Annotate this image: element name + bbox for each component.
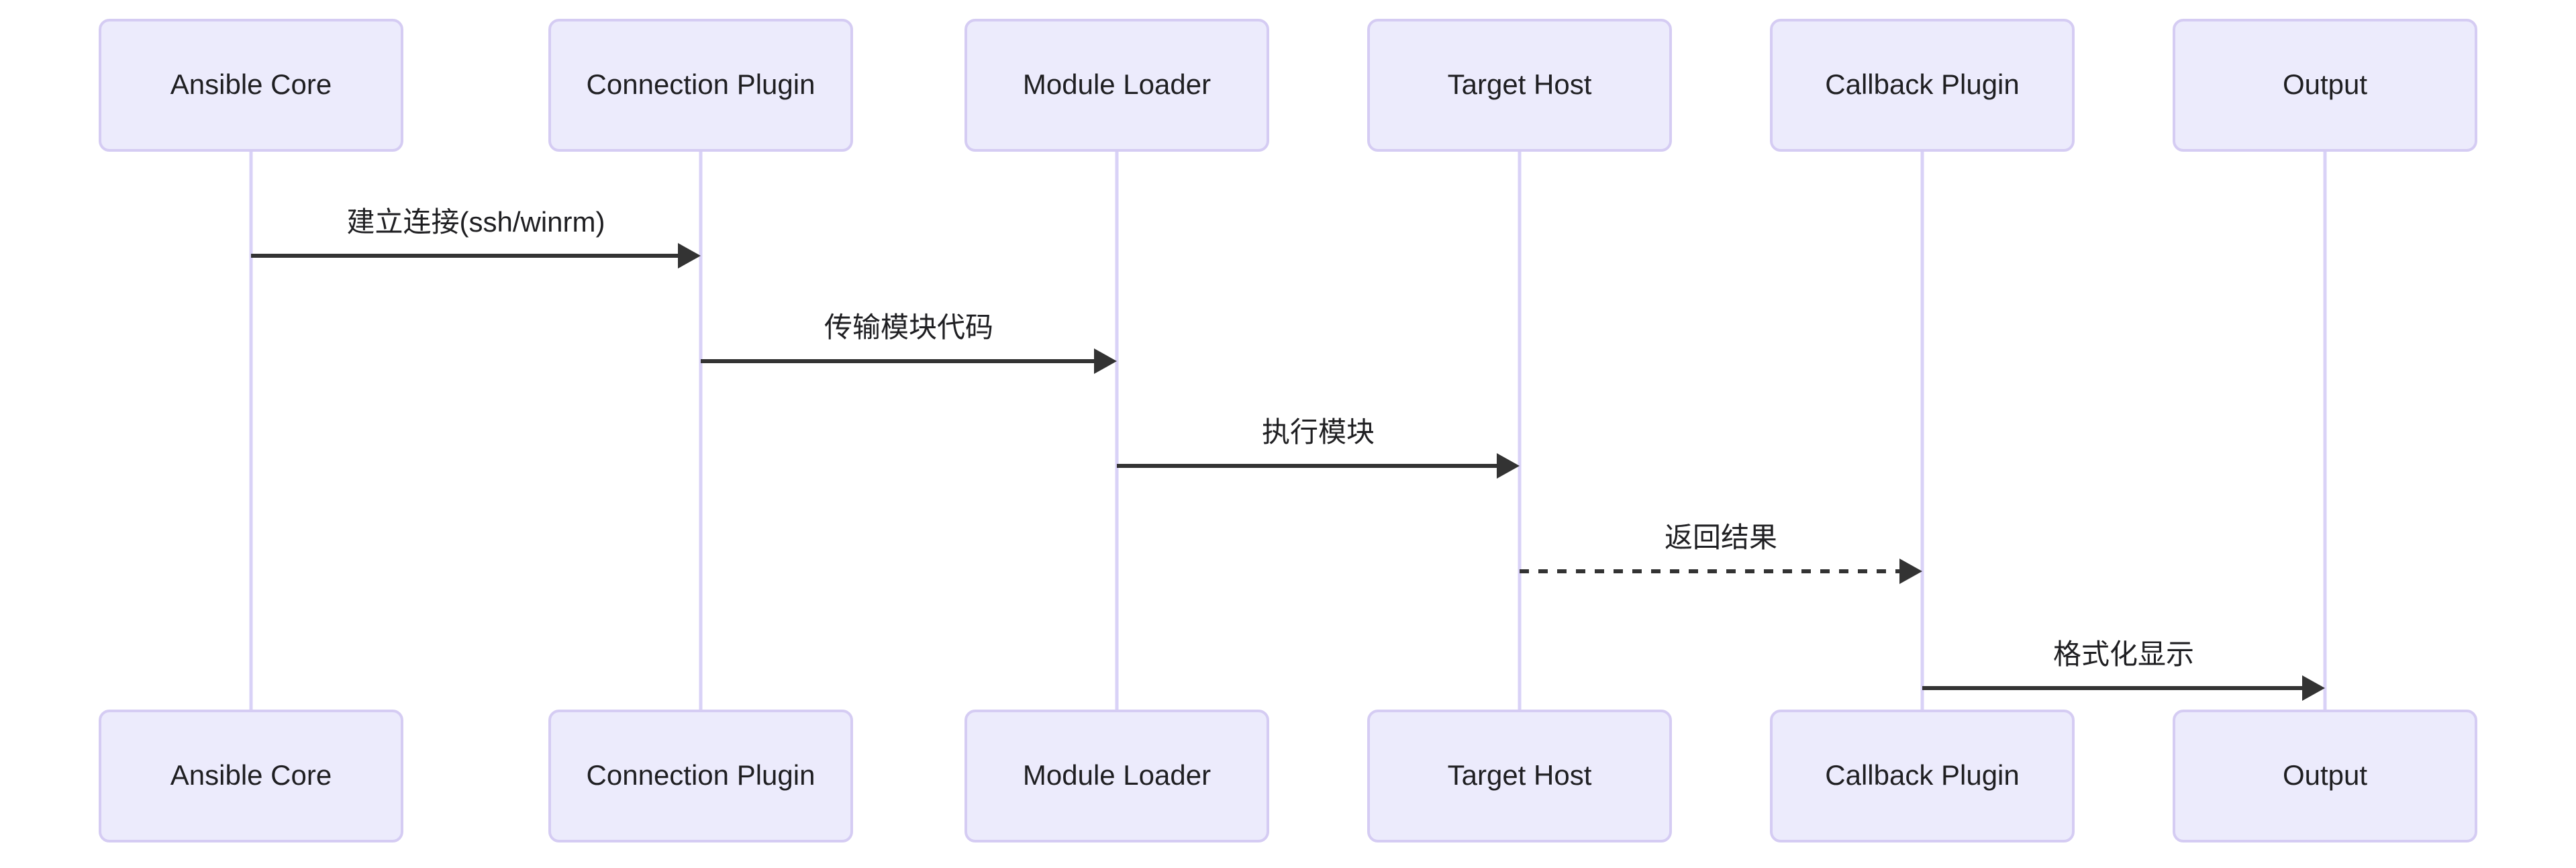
actor-output-top[interactable]: Output (2173, 19, 2477, 152)
actor-label-callback-plugin-top: Callback Plugin (1825, 68, 2020, 100)
actor-target-host-top[interactable]: Target Host (1367, 19, 1672, 152)
actor-box-module-loader-bottom (964, 710, 1269, 842)
message-label-1: 建立连接(ssh/winrm) (347, 206, 605, 238)
actor-label-connection-plugin-bottom: Connection Plugin (587, 759, 815, 791)
actor-box-module-loader-top (964, 19, 1269, 152)
actor-box-output-bottom (2173, 710, 2477, 842)
actor-callback-plugin-top[interactable]: Callback Plugin (1770, 19, 2075, 152)
actors-bottom-group: Ansible Core Connection Plugin Module Load… (99, 710, 2477, 842)
message-arrowhead-3 (1497, 453, 1520, 479)
actor-label-output-top: Output (2283, 68, 2367, 100)
message-label-3: 执行模块 (1262, 416, 1375, 448)
actor-label-connection-plugin-top: Connection Plugin (587, 68, 815, 100)
actor-label-target-host-top: Target Host (1448, 68, 1592, 100)
actor-box-ansible-core-bottom (99, 710, 403, 842)
actor-module-loader-bottom[interactable]: Module Loader (964, 710, 1269, 842)
message-arrowhead-2 (1094, 348, 1117, 374)
actor-label-ansible-core-top: Ansible Core (170, 68, 332, 100)
message-arrowhead-5 (2302, 675, 2325, 701)
message-arrowhead-4 (1899, 559, 1922, 584)
lifelines-group (249, 150, 2327, 711)
actor-connection-plugin-bottom[interactable]: Connection Plugin (548, 710, 853, 842)
message-1-ansible-core-to-connection-plugin[interactable]: 建立连接(ssh/winrm) (251, 206, 701, 269)
actor-connection-plugin-top[interactable]: Connection Plugin (548, 19, 853, 152)
message-3-module-loader-to-target-host[interactable]: 执行模块 (1117, 416, 1520, 479)
message-label-2: 传输模块代码 (824, 311, 993, 343)
message-label-4: 返回结果 (1665, 522, 1777, 553)
actor-target-host-bottom[interactable]: Target Host (1367, 710, 1672, 842)
actor-output-bottom[interactable]: Output (2173, 710, 2477, 842)
message-label-5: 格式化显示 (2053, 638, 2194, 670)
actor-box-connection-plugin-top (548, 19, 853, 152)
actor-box-callback-plugin-top (1770, 19, 2075, 152)
actor-box-target-host-bottom (1367, 710, 1672, 842)
actor-box-callback-plugin-bottom (1770, 710, 2075, 842)
message-4-target-host-to-callback-plugin[interactable]: 返回结果 (1520, 522, 1922, 584)
actor-label-module-loader-top: Module Loader (1023, 68, 1211, 100)
actor-ansible-core-top[interactable]: Ansible Core (99, 19, 403, 152)
actor-box-connection-plugin-bottom (548, 710, 853, 842)
actor-label-ansible-core-bottom: Ansible Core (170, 759, 332, 791)
actor-label-module-loader-bottom: Module Loader (1023, 759, 1211, 791)
message-2-connection-plugin-to-module-loader[interactable]: 传输模块代码 (701, 311, 1117, 374)
actor-box-ansible-core-top (99, 19, 403, 152)
actor-label-output-bottom: Output (2283, 759, 2367, 791)
actor-module-loader-top[interactable]: Module Loader (964, 19, 1269, 152)
message-5-callback-plugin-to-output[interactable]: 格式化显示 (1922, 638, 2325, 701)
actor-box-target-host-top (1367, 19, 1672, 152)
message-arrowhead-1 (678, 243, 701, 269)
actor-label-callback-plugin-bottom: Callback Plugin (1825, 759, 2020, 791)
actor-box-output-top (2173, 19, 2477, 152)
actor-ansible-core-bottom[interactable]: Ansible Core (99, 710, 403, 842)
actor-label-target-host-bottom: Target Host (1448, 759, 1592, 791)
actors-top-group: Ansible Core Connection Plugin Module Load… (99, 19, 2477, 152)
actor-callback-plugin-bottom[interactable]: Callback Plugin (1770, 710, 2075, 842)
